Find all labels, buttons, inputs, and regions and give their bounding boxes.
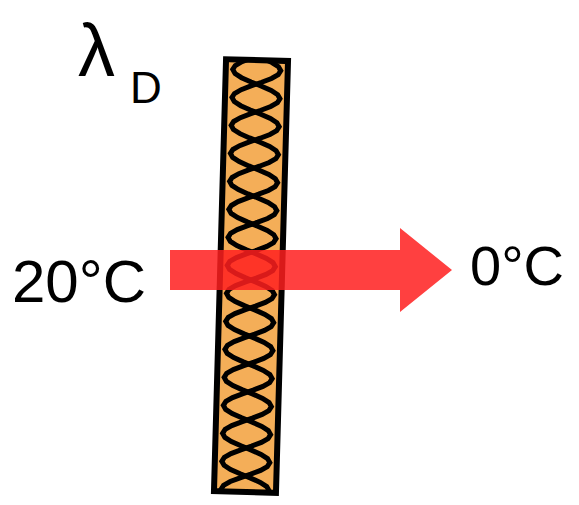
temperature-label: 0°C	[470, 238, 564, 294]
arrow-shape	[170, 228, 452, 312]
subscript: D	[130, 66, 162, 110]
lambda-symbol: λ	[78, 14, 115, 88]
temperature-label: 20°C	[12, 252, 146, 312]
